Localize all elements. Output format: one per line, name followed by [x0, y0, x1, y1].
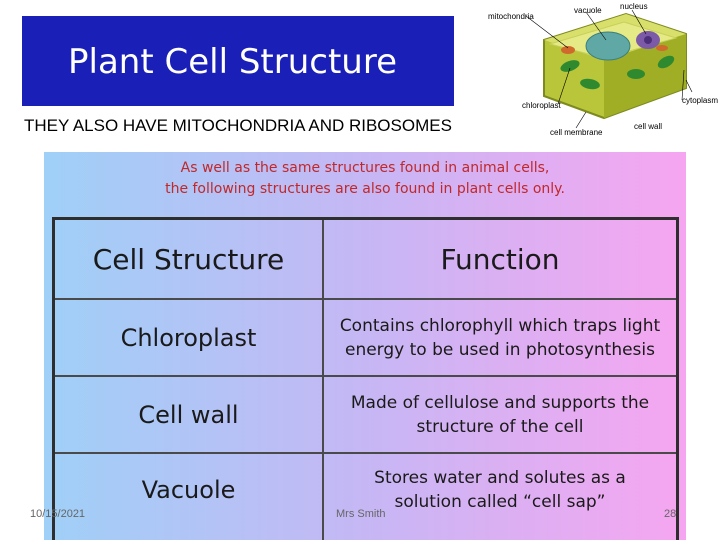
- header-cell-structure: Cell Structure: [92, 242, 285, 276]
- function-line: Contains chlorophyll which traps light: [339, 315, 661, 336]
- row-divider: [55, 375, 676, 377]
- function-line: Stores water and solutes as a: [374, 468, 626, 488]
- structure-cell-wall: Cell wall: [138, 400, 239, 429]
- structure-function-table: Cell Structure Function Chloroplast Cont…: [52, 217, 679, 540]
- function-cell-wall: Made of cellulose and supports the struc…: [324, 377, 676, 452]
- intro-line-1: As well as the same structures found in …: [180, 160, 550, 176]
- function-line: solution called “cell sap”: [394, 492, 606, 512]
- plant-cell-illustration: [525, 9, 693, 129]
- intro-line-2: the following structures are also found …: [165, 181, 565, 197]
- slide-title: Plant Cell Structure: [68, 42, 397, 82]
- label-vacuole: vacuole: [574, 6, 602, 15]
- label-nucleus: nucleus: [620, 2, 648, 11]
- function-line: Made of cellulose and supports the: [350, 392, 650, 413]
- function-line: structure of the cell: [416, 416, 584, 437]
- structure-chloroplast: Chloroplast: [120, 323, 257, 352]
- footer-author: Mrs Smith: [336, 508, 386, 520]
- function-line: energy to be used in photosynthesis: [344, 339, 655, 360]
- label-mitochondria: mitochondria: [488, 12, 534, 21]
- column-divider: [322, 220, 324, 540]
- intro-text: As well as the same structures found in …: [44, 158, 686, 200]
- content-panel: [44, 152, 686, 540]
- footer-date: 10/15/2021: [30, 508, 86, 520]
- footer-page-number: 28: [664, 508, 677, 520]
- function-chloroplast: Contains chlorophyll which traps light e…: [324, 300, 676, 375]
- structure-vacuole: Vacuole: [141, 476, 236, 504]
- label-cell-wall: cell wall: [634, 122, 663, 131]
- function-vacuole: Stores water and solutes as a solution c…: [324, 454, 676, 526]
- row-divider: [55, 298, 676, 300]
- plant-cell-diagram: mitochondria vacuole nucleus chloroplast…: [486, 0, 720, 140]
- label-cytoplasm: cytoplasm: [682, 96, 719, 105]
- title-banner: [22, 16, 454, 106]
- label-chloroplast: chloroplast: [522, 101, 561, 110]
- row-divider: [55, 452, 676, 454]
- header-function: Function: [440, 242, 560, 276]
- label-cell-membrane: cell membrane: [550, 128, 603, 137]
- slide-subtitle: THEY ALSO HAVE MITOCHONDRIA AND RIBOSOME…: [24, 116, 452, 135]
